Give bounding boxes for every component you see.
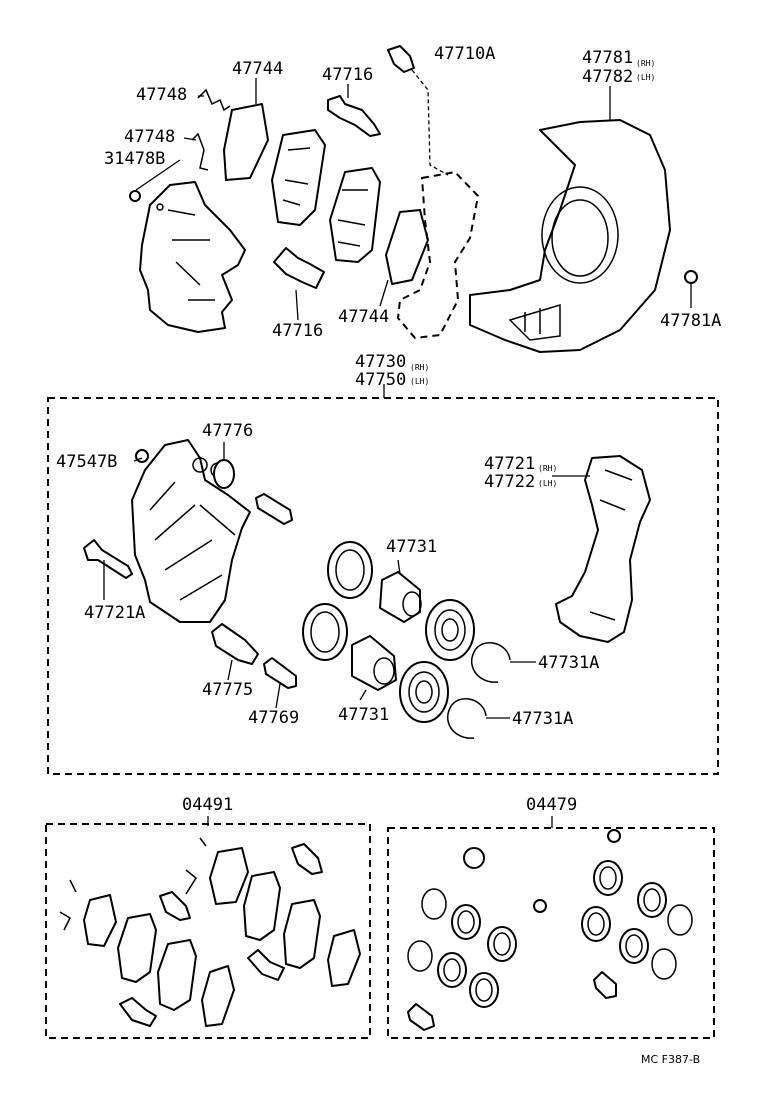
label-04491: 04491 [182, 795, 233, 815]
bushing-47776 [213, 459, 235, 489]
pad-support-plate-bot [273, 247, 325, 289]
label-47716-bot: 47716 [272, 321, 323, 341]
label-47781: 47781 [582, 48, 633, 68]
seal-kit-box-04479 [387, 827, 715, 1039]
label-47775: 47775 [202, 680, 253, 700]
note-47750-lh: (LH) [410, 377, 429, 386]
dust-boot-lower [399, 661, 449, 723]
caliper-housing-outline [139, 181, 246, 333]
piston-lower [351, 635, 397, 691]
label-47731-top: 47731 [386, 537, 437, 557]
label-47744-top: 47744 [232, 59, 283, 79]
anti-squeal-shim-47744-bot [385, 209, 429, 285]
caliper-mount-dashed-outline [396, 170, 480, 340]
dust-cover-bolt-47781A [684, 270, 698, 284]
label-47547B: 47547B [56, 452, 117, 472]
note-47781-rh: (RH) [636, 59, 655, 68]
label-47716-top: 47716 [322, 65, 373, 85]
brake-pad-outer [329, 167, 381, 263]
pad-support-plate-top [327, 95, 381, 137]
bolt-47721A [83, 539, 133, 579]
label-47710A: 47710A [434, 44, 495, 64]
label-31478B: 31478B [104, 149, 165, 169]
pad-kit-parts [59, 837, 361, 1027]
label-47782: 47782 [582, 67, 633, 87]
pad-wear-indicator-clip-b [191, 132, 209, 171]
bushing-31478B [129, 190, 141, 202]
seal-kit-parts [407, 829, 693, 1031]
anti-squeal-shim-47744-top [223, 103, 269, 181]
label-47750: 47750 [355, 370, 406, 390]
label-47748-a: 47748 [136, 85, 187, 105]
label-47721: 47721 [484, 454, 535, 474]
disc-dust-cover [469, 119, 671, 353]
label-47722: 47722 [484, 472, 535, 492]
slide-pin-upper [255, 493, 293, 525]
caliper-mounting-bracket [555, 455, 651, 643]
pad-wear-indicator-clip-a [197, 88, 231, 112]
dust-boot-upper [425, 599, 475, 661]
piston-seal-ring-2 [302, 603, 348, 661]
note-47721-rh: (RH) [538, 464, 557, 473]
label-47731A-top: 47731A [538, 653, 599, 673]
note-47722-lh: (LH) [538, 479, 557, 488]
set-ring-lower [447, 698, 487, 739]
piston-upper [379, 571, 421, 623]
note-47730-rh: (RH) [410, 363, 429, 372]
note-47782-lh: (LH) [636, 73, 655, 82]
label-47731-bot: 47731 [338, 705, 389, 725]
bleeder-plug-47710A [387, 45, 415, 73]
label-47781A: 47781A [660, 311, 721, 331]
label-47721A: 47721A [84, 603, 145, 623]
label-47769: 47769 [248, 708, 299, 728]
slide-pin-47775 [211, 623, 259, 665]
slide-pin-47769 [263, 657, 297, 689]
piston-seal-ring-1 [327, 541, 373, 599]
label-47744-bot: 47744 [338, 307, 389, 327]
label-47731A-bot: 47731A [512, 709, 573, 729]
diagram-code: MC F387-B [641, 1053, 700, 1066]
caliper-assy-box [47, 397, 719, 775]
label-47776: 47776 [202, 421, 253, 441]
label-47748-b: 47748 [124, 127, 175, 147]
label-04479: 04479 [526, 795, 577, 815]
label-47730: 47730 [355, 352, 406, 372]
brake-pad-inner [271, 129, 326, 226]
set-ring-upper [471, 642, 511, 683]
